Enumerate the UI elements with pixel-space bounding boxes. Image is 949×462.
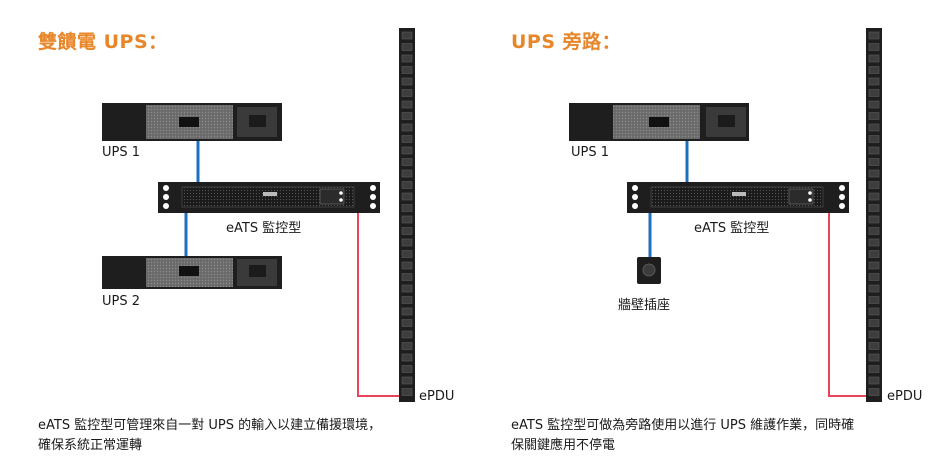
left-caption: eATS 監控型可管理來自一對 UPS 的輸入以建立備援環境， 確保系統正常運轉 bbox=[38, 416, 381, 456]
right-eats-device bbox=[627, 182, 849, 213]
left-eats-device bbox=[158, 182, 380, 213]
left-diagram-title: 雙饋電 UPS： bbox=[38, 31, 168, 53]
left-epdu-label: ePDU bbox=[419, 389, 455, 404]
left-ups1-label: UPS 1 bbox=[102, 145, 141, 160]
left-ups1-device bbox=[102, 103, 282, 141]
right-red-cable-epdu bbox=[828, 213, 866, 397]
right-eats-label: eATS 監控型 bbox=[694, 221, 770, 236]
left-caption-line1: eATS 監控型可管理來自一對 UPS 的輸入以建立備援環境， bbox=[38, 418, 382, 433]
wall-outlet-icon bbox=[637, 257, 661, 284]
right-ups1-label: UPS 1 bbox=[571, 145, 610, 160]
left-ups2-device bbox=[102, 256, 282, 289]
left-red-cable-epdu bbox=[357, 213, 399, 397]
right-caption-line2: 保關鍵應用不停電 bbox=[511, 438, 616, 453]
right-ups1-device bbox=[569, 103, 749, 141]
right-epdu-label: ePDU bbox=[887, 389, 923, 404]
right-caption: eATS 監控型可做為旁路使用以進行 UPS 維護作業，同時確 保關鍵應用不停電 bbox=[511, 416, 854, 456]
left-eats-label: eATS 監控型 bbox=[226, 221, 302, 236]
left-epdu-strip bbox=[399, 28, 415, 402]
wall-outlet-label: 牆壁插座 bbox=[618, 298, 671, 313]
left-caption-line2: 確保系統正常運轉 bbox=[38, 438, 143, 453]
right-epdu-strip bbox=[866, 28, 882, 402]
right-caption-line1: eATS 監控型可做為旁路使用以進行 UPS 維護作業，同時確 bbox=[511, 418, 855, 433]
left-ups2-label: UPS 2 bbox=[102, 294, 141, 309]
right-diagram-title: UPS 旁路： bbox=[511, 31, 622, 53]
